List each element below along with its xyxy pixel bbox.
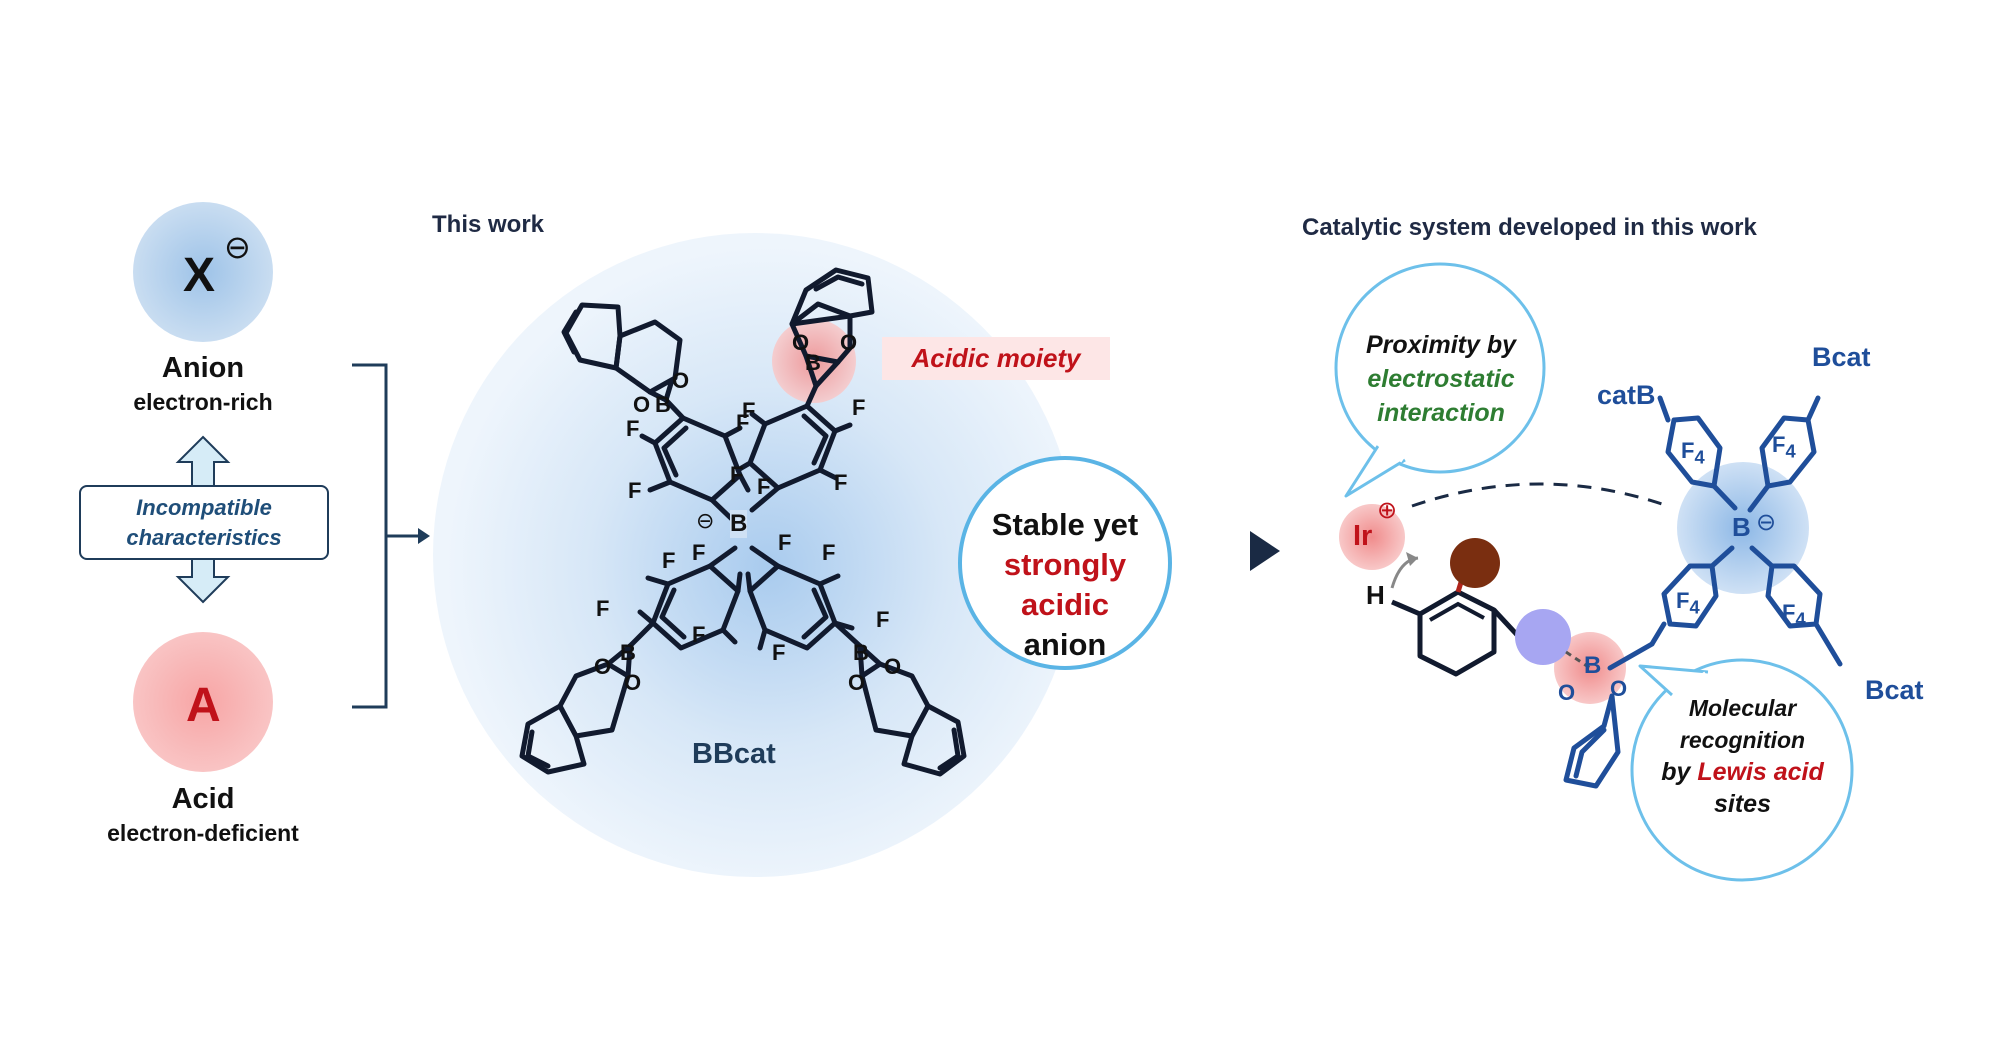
callout-line-2: strongly acidic — [1003, 547, 1127, 622]
anion-symbol: X — [183, 249, 216, 302]
acid-circle — [133, 632, 273, 772]
incompatible-line-1: Incompatible — [136, 494, 272, 520]
center-title: This work — [432, 211, 545, 238]
borate-b-label: B — [1732, 512, 1751, 542]
f4-label-2: F4 — [1772, 432, 1796, 462]
atom-b-upper-left: B — [655, 392, 671, 417]
atom-b-lower-left: B — [620, 640, 636, 665]
bbcat-halo — [433, 233, 1077, 877]
atom-f-13: F — [822, 540, 836, 565]
atom-o-7: O — [848, 670, 866, 695]
acid-symbol: A — [186, 679, 221, 732]
anion-subtitle: electron-rich — [133, 389, 273, 415]
proximity-line-3: interaction — [1377, 399, 1505, 427]
callout-line-3: anion — [1023, 627, 1107, 662]
atom-o-6: O — [624, 670, 642, 695]
atom-f-15: F — [772, 640, 786, 665]
bracket — [352, 363, 425, 709]
proximity-line-2: electrostatic — [1367, 365, 1515, 393]
acid-title: Acid — [171, 783, 235, 815]
stable-anion-text: Stable yet strongly acidic anion — [960, 505, 1170, 665]
recognition-line-4: sites — [1714, 790, 1771, 818]
lewis-o-label-2: O — [1610, 676, 1628, 701]
atom-f-2: F — [626, 416, 640, 441]
recognition-line-3-highlight: Lewis acid — [1697, 758, 1824, 786]
atom-o-2: O — [840, 330, 858, 355]
atom-o-4: O — [672, 368, 690, 393]
callout-line-1: Stable yet — [991, 507, 1139, 542]
atom-f-1: F — [628, 478, 642, 503]
center-charge-icon: ⊖ — [696, 508, 715, 533]
atom-f-16: F — [778, 530, 792, 555]
atom-o-8: O — [884, 654, 902, 679]
atom-o-3: O — [633, 392, 651, 417]
f4-label-1: F4 — [1681, 438, 1705, 468]
electrostatic-dashed-line — [1411, 482, 1669, 508]
bcat-top-label: Bcat — [1812, 342, 1871, 372]
bbcat-structure — [519, 267, 967, 777]
lewis-b-label: B — [1584, 652, 1602, 679]
proximity-text: Proximity by electrostatic interaction — [1346, 328, 1536, 430]
acidic-site-highlight — [772, 319, 856, 403]
atom-f-9: F — [662, 548, 676, 573]
stable-anion-callout — [958, 456, 1172, 670]
catalyst-borate-structure — [1563, 395, 1843, 789]
atom-b-acidic: B — [805, 350, 821, 375]
recognition-line-3-prefix: by — [1661, 758, 1698, 786]
recognition-line-2: recognition — [1679, 727, 1806, 753]
atom-f-12: F — [692, 540, 706, 565]
atom-o-5: O — [594, 654, 612, 679]
atom-f-14: F — [876, 607, 890, 632]
recognition-callout — [1630, 658, 1854, 882]
acidic-moiety-label: Acidic moiety — [882, 337, 1110, 380]
compound-name: BBcat — [692, 738, 776, 770]
incompatible-line-2: characteristics — [126, 524, 282, 550]
iridium-label: Ir — [1353, 520, 1373, 552]
atom-f-4: F — [730, 462, 744, 487]
lewis-o-label-1: O — [1558, 680, 1576, 705]
borate-charge-icon: ⊖ — [1756, 509, 1777, 536]
atom-b-center: B — [730, 510, 748, 538]
anion-circle — [133, 202, 273, 342]
recognition-text: Molecular recognition by Lewis acid site… — [1640, 692, 1845, 820]
right-title: Catalytic system developed in this work — [1302, 214, 1757, 241]
atom-f-10: F — [596, 596, 610, 621]
atom-f-3: F — [736, 410, 750, 435]
arrow-right-icon — [418, 528, 430, 544]
catb-label: catB — [1597, 380, 1656, 410]
play-arrow-icon — [1250, 531, 1280, 571]
anion-title: Anion — [161, 352, 245, 384]
iridium-halo — [1339, 504, 1405, 570]
atom-o-1: O — [792, 330, 810, 355]
proximity-line-1: Proximity by — [1365, 331, 1517, 359]
hydrogen-label: H — [1366, 580, 1385, 610]
iridium-charge-icon: ⊕ — [1377, 497, 1398, 524]
proximity-callout — [1334, 262, 1546, 498]
atom-b-lower-right: B — [853, 640, 869, 665]
atom-f-7: F — [742, 398, 756, 423]
substrate-structure — [1390, 538, 1591, 677]
borate-halo — [1677, 462, 1809, 594]
bcat-bottom-label: Bcat — [1865, 675, 1924, 705]
atom-f-8: F — [757, 474, 771, 499]
f4-label-4: F4 — [1782, 600, 1806, 630]
atom-f-11: F — [692, 622, 706, 647]
acid-subtitle: electron-deficient — [107, 820, 299, 846]
recognition-line-1: Molecular — [1688, 695, 1797, 721]
incompatible-box: Incompatible characteristics — [79, 485, 329, 560]
atom-f-5: F — [834, 470, 848, 495]
atom-f-6: F — [852, 395, 866, 420]
f4-label-3: F4 — [1676, 588, 1700, 618]
anion-charge-icon: ⊖ — [224, 229, 251, 265]
